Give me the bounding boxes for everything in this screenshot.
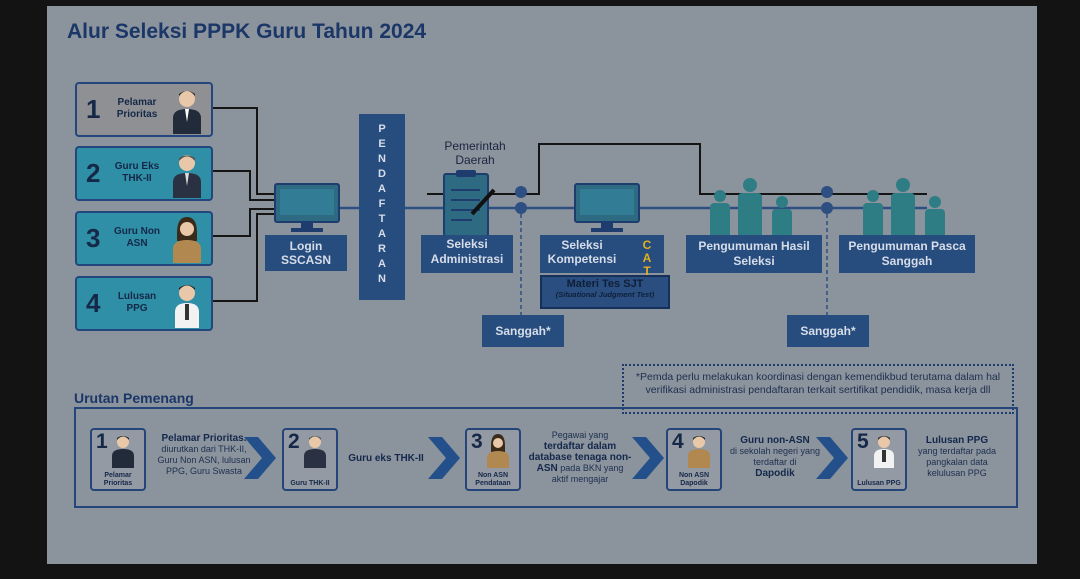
urutan-icon-label: Pelamar Prioritas — [103, 472, 133, 487]
people-group-icon — [710, 178, 792, 238]
category-number: 2 — [86, 158, 101, 188]
login-sscasn-box: Login SSCASN — [265, 235, 347, 271]
document-signing-icon — [443, 170, 496, 237]
urutan-icon-label: Non ASN Pendataan — [475, 472, 511, 487]
computer-icon — [574, 183, 640, 232]
note-box: *Pemda perlu melakukan koordinasi dengan… — [622, 364, 1014, 414]
urutan-desc-title: Guru non-ASN — [740, 435, 810, 446]
category-guru-eks-thk2: 2 Guru Eks THK-II — [75, 146, 213, 201]
urutan-number: 1 — [96, 430, 108, 453]
category-number: 3 — [86, 223, 101, 253]
seleksi-kompetensi-label: Seleksi Kompetensi — [547, 238, 617, 266]
urutan-icon-card: 3 Non ASN Pendataan — [465, 428, 521, 491]
man-teacher-icon — [688, 436, 710, 468]
category-lulusan-ppg: 4 Lulusan PPG — [75, 276, 213, 331]
slide: Alur Seleksi PPPK Guru Tahun 2024 1 Pela… — [47, 6, 1037, 564]
category-number: 1 — [86, 94, 101, 124]
urutan-description: Guru non-ASN di sekolah negeri yang terd… — [729, 435, 821, 479]
urutan-icon-label: Guru THK-II — [290, 480, 330, 487]
urutan-icon-label: Non ASN Dapodik — [678, 472, 710, 487]
materi-title: Materi Tes SJT — [566, 278, 644, 290]
urutan-desc-post: Dapodik — [755, 468, 795, 479]
category-label: Lulusan PPG — [117, 291, 157, 314]
woman-teacher-icon — [487, 434, 509, 468]
woman-teacher-icon — [173, 217, 201, 263]
urutan-icon-label: Lulusan PPG — [857, 480, 901, 487]
category-label: Guru Eks THK-II — [114, 161, 160, 184]
man-shirt-icon — [874, 436, 894, 468]
sanggah-box: Sanggah* — [787, 315, 869, 347]
man-shirt-icon — [175, 285, 199, 328]
urutan-desc-text: yang terdaftar pada pangkalan data kelul… — [917, 446, 997, 478]
chevron-right-icon — [816, 437, 848, 479]
sanggah-box: Sanggah* — [482, 315, 564, 347]
materi-subtitle: (Situational Judgment Test) — [555, 290, 655, 299]
man-suit-icon — [173, 155, 201, 198]
urutan-description: Lulusan PPG yang terdaftar pada pangkala… — [912, 435, 1002, 479]
urutan-container: 1 Pelamar Prioritas Pelamar Prioritas. d… — [74, 407, 1018, 508]
urutan-desc-text: pada BKN yang aktif mengajar — [551, 463, 624, 484]
urutan-description: Pegawai yang terdaftar dalam database te… — [528, 430, 632, 485]
urutan-title: Urutan Pemenang — [74, 390, 194, 406]
category-pelamar-prioritas: 1 Pelamar Prioritas — [75, 82, 213, 137]
pengumuman-pasca-box: Pengumuman Pasca Sanggah — [839, 235, 975, 273]
people-group-icon — [863, 178, 945, 238]
urutan-icon-card: 1 Pelamar Prioritas — [90, 428, 146, 491]
man-suit-icon — [304, 436, 326, 468]
urutan-description: Pelamar Prioritas. diurutkan dari THK-II… — [154, 433, 254, 477]
urutan-number: 2 — [288, 430, 300, 453]
urutan-desc-title: Lulusan PPG — [925, 435, 989, 446]
urutan-desc-title: Guru eks THK-II — [348, 453, 424, 464]
cat-label: CAT — [642, 238, 652, 278]
category-label: Guru Non ASN — [113, 226, 161, 249]
urutan-number: 5 — [857, 430, 869, 453]
urutan-desc-title: terdaftar dalam database tenaga non-ASN — [528, 441, 632, 474]
seleksi-kompetensi-box: Seleksi Kompetensi CAT — [540, 235, 664, 278]
urutan-number: 3 — [471, 430, 483, 453]
pemerintah-daerah-label: Pemerintah Daerah — [444, 139, 506, 167]
pendaftaran-bar: PENDAFTARAN — [359, 114, 405, 300]
category-label: Pelamar Prioritas — [116, 97, 158, 120]
urutan-desc-text: di sekolah negeri yang terdaftar di — [729, 446, 821, 467]
chevron-right-icon — [244, 437, 276, 479]
category-number: 4 — [86, 288, 101, 318]
category-guru-non-asn: 3 Guru Non ASN — [75, 211, 213, 266]
urutan-icon-card: 5 Lulusan PPG — [851, 428, 907, 491]
computer-icon — [274, 183, 340, 232]
chevron-right-icon — [632, 437, 664, 479]
urutan-number: 4 — [672, 430, 684, 453]
urutan-icon-card: 2 Guru THK-II — [282, 428, 338, 491]
page-title: Alur Seleksi PPPK Guru Tahun 2024 — [67, 20, 427, 43]
urutan-description: Guru eks THK-II — [344, 453, 428, 464]
materi-tes-sjt-box: Materi Tes SJT (Situational Judgment Tes… — [540, 275, 670, 309]
pengumuman-hasil-box: Pengumuman Hasil Seleksi — [686, 235, 822, 273]
chevron-right-icon — [428, 437, 460, 479]
urutan-desc-title: Pelamar Prioritas. — [161, 433, 247, 444]
urutan-desc-pre: Pegawai yang — [551, 430, 609, 440]
man-suit-icon — [173, 91, 201, 134]
seleksi-administrasi-box: Seleksi Administrasi — [421, 235, 513, 273]
pendaftaran-label: PENDAFTARAN — [378, 123, 386, 285]
urutan-desc-text: diurutkan dari THK-II, Guru Non ASN, lul… — [157, 444, 251, 476]
urutan-icon-card: 4 Non ASN Dapodik — [666, 428, 722, 491]
man-suit-icon — [112, 436, 134, 468]
